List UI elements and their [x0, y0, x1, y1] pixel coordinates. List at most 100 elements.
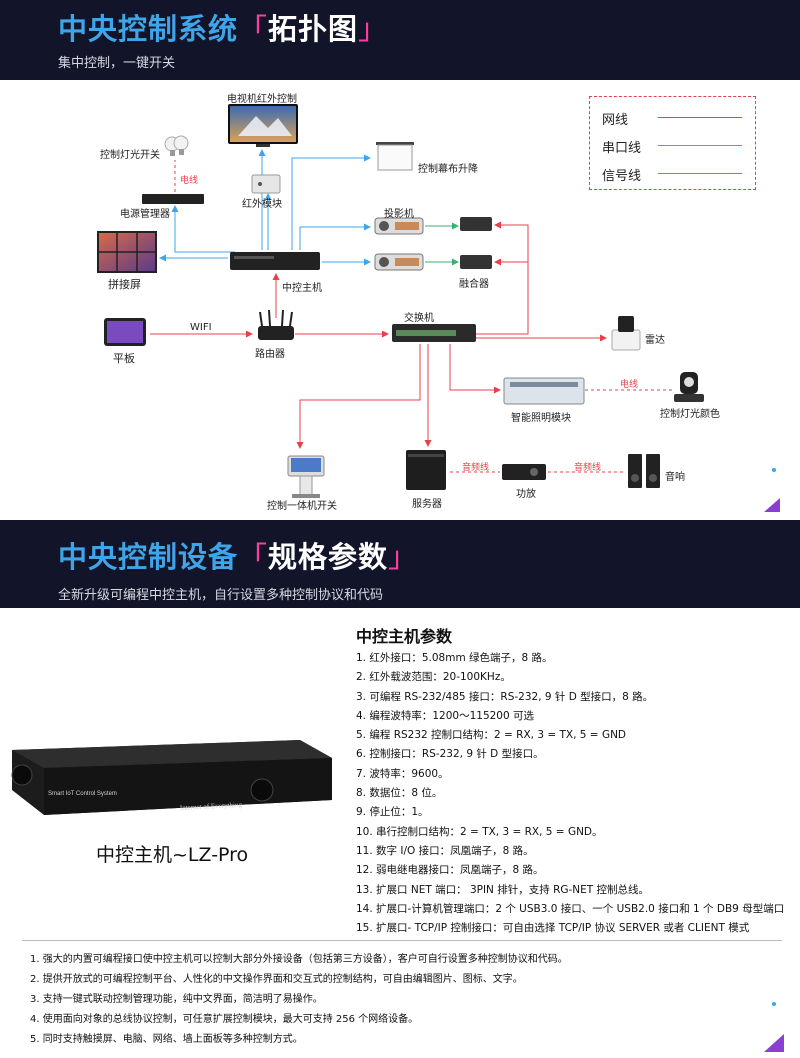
spec-item: 8. 数据位：8 位。: [356, 787, 443, 800]
label-tablet: 平板: [113, 352, 135, 365]
section2-subtitle: 全新升级可编程中控主机，自行设置多种控制协议和代码: [58, 588, 384, 603]
server-icon: [406, 450, 446, 490]
label-ir-module: 红外模块: [242, 199, 282, 210]
line-switch-lighting: [449, 344, 501, 394]
bracket-open: 「: [238, 12, 269, 46]
projector-icon-2: [374, 253, 424, 271]
label-switch: 交换机: [404, 313, 434, 324]
line-switch-blender: [476, 221, 529, 335]
ir-module-icon: [251, 174, 281, 194]
divider: [22, 940, 782, 941]
label-amp: 功放: [516, 489, 536, 500]
spec-item: 14. 扩展口-计算机管理端口：2 个 USB3.0 接口、一个 USB2.0 …: [356, 902, 785, 915]
spec-item: 12. 弱电继电器接口：凤凰端子，8 路。: [356, 864, 544, 877]
label-speaker: 音响: [665, 472, 685, 483]
label-power-line2: 电线: [620, 380, 639, 390]
spec-item: 1. 红外接口：5.08mm 绿色端子，8 路。: [356, 652, 553, 664]
spec-item: 3. 可编程 RS-232/485 接口：RS-232, 9 针 D 型接口，8…: [356, 690, 654, 703]
label-lighting-module: 智能照明模块: [511, 413, 571, 424]
device-front-text1: Smart IoT Control System: [48, 791, 117, 797]
corner-dot: [772, 468, 776, 472]
projector-icon-1: [374, 217, 424, 235]
blender-icon-2: [460, 255, 492, 269]
moving-head-icon: [674, 372, 704, 402]
section2-title-a: 中央控制设备: [58, 540, 239, 574]
product-name: 中控主机~LZ-Pro: [96, 844, 249, 866]
label-audio-line1: 音频线: [462, 463, 490, 473]
topology-diagram: [97, 104, 780, 512]
label-projector: 投影机: [384, 209, 414, 220]
section2-title: 中央控制设备「规格参数」: [58, 534, 418, 576]
bracket-close-2: 」: [388, 540, 419, 574]
screen-icon: [376, 142, 414, 171]
spec-item: 6. 控制接口：RS-232, 9 针 D 型接口。: [356, 748, 544, 761]
label-server: 服务器: [412, 499, 442, 510]
section1-header: 中央控制系统「拓扑图」 集中控制，一键开关: [0, 0, 800, 80]
amplifier-icon: [502, 464, 546, 480]
blender-icon-1: [460, 217, 492, 231]
section2-header: 中央控制设备「规格参数」 全新升级可编程中控主机，自行设置多种控制协议和代码: [0, 520, 800, 608]
spec-item: 4. 编程波特率：1200～115200 可选: [356, 709, 534, 722]
spec-item: 7. 波特率：9600。: [356, 767, 449, 780]
tv-icon: [228, 104, 298, 147]
router-icon: [258, 309, 294, 340]
lamp-icon: [164, 135, 189, 156]
central-host-icon: [230, 252, 320, 270]
line-switch-kiosk: [296, 344, 421, 449]
line-host-projector: [299, 223, 371, 250]
section2-title-b: 规格参数: [268, 540, 389, 574]
bracket-open-2: 「: [238, 540, 269, 574]
label-tv: 电视机红外控制: [227, 94, 297, 105]
label-radar: 雷达: [645, 335, 665, 346]
corner-decoration: [764, 498, 780, 512]
label-wifi: WIFI: [190, 322, 212, 333]
speaker-icon: [628, 454, 660, 488]
legend-line-serial: [658, 145, 742, 146]
spec-item: 10. 串行控制口结构：2 = TX, 3 = RX, 5 = GND。: [356, 825, 603, 838]
label-power-line: 电线: [180, 176, 199, 186]
line-host-power: [171, 205, 235, 253]
label-kiosk: 控制一体机开关: [267, 501, 337, 512]
lighting-module-icon: [503, 377, 585, 405]
label-video-wall: 拼接屏: [108, 278, 141, 291]
section1-subtitle: 集中控制，一键开关: [58, 56, 176, 71]
bracket-close: 」: [358, 12, 389, 46]
corner-decoration-bottom: [764, 1002, 784, 1052]
legend-line-signal: [658, 173, 742, 174]
label-power-manager: 电源管理器: [120, 209, 170, 220]
label-moving-head: 控制灯光颜色: [660, 409, 720, 420]
note-item: 4. 使用面向对象的总线协议控制，可任意扩展控制模块，最大可支持 256 个网络…: [30, 1014, 419, 1025]
label-audio-line2: 音频线: [574, 463, 602, 473]
spec-item: 2. 红外载波范围：20-100KHz。: [356, 671, 511, 684]
label-lamp: 控制灯光开关: [100, 150, 160, 161]
label-screen: 控制幕布升降: [418, 164, 478, 175]
kiosk-icon: [287, 455, 325, 498]
legend: 网线 串口线 信号线: [589, 96, 756, 190]
spec-item: 11. 数字 I/O 接口：凤凰端子，8 路。: [356, 844, 534, 857]
note-item: 5. 同时支持触摸屏、电脑、网络、墙上面板等多种控制方式。: [30, 1034, 303, 1045]
line-host-screen: [291, 154, 371, 250]
note-item: 1. 强大的内置可编程接口使中控主机可以控制大部分外接设备（包括第三方设备），客…: [30, 954, 568, 965]
legend-item-network: 网线: [602, 113, 629, 128]
legend-item-serial: 串口线: [602, 141, 642, 156]
section1-title: 中央控制系统「拓扑图」: [58, 6, 388, 48]
label-host: 中控主机: [282, 283, 322, 294]
spec-title: 中控主机参数: [356, 627, 453, 646]
spec-item: 5. 编程 RS232 控制口结构：2 = RX, 3 = TX, 5 = GN…: [356, 729, 627, 742]
note-item: 3. 支持一键式联动控制管理功能，纯中文界面，简洁明了易操作。: [30, 994, 323, 1005]
legend-line-network: [658, 117, 742, 118]
spec-list: 1. 红外接口：5.08mm 绿色端子，8 路。 2. 红外载波范围：20-10…: [356, 650, 784, 939]
device-front-text2: Internet of Everything: [180, 801, 243, 812]
device-image: Smart IoT Control System Internet of Eve…: [11, 740, 332, 815]
legend-item-signal: 信号线: [602, 169, 642, 184]
feature-notes: 1. 强大的内置可编程接口使中控主机可以控制大部分外接设备（包括第三方设备），客…: [30, 950, 568, 1050]
radar-icon: [611, 316, 641, 351]
switch-icon: [392, 324, 476, 342]
tablet-icon: [104, 318, 146, 346]
section1-title-b: 拓扑图: [268, 12, 359, 46]
spec-item: 15. 扩展口- TCP/IP 控制接口：可自由选择 TCP/IP 协议 SER…: [356, 922, 750, 935]
note-item: 2. 提供开放式的可编程控制平台、人性化的中文操作界面和交互式的控制结构，可自由…: [30, 974, 523, 985]
power-manager-icon: [142, 194, 204, 204]
label-blender: 融合器: [459, 279, 489, 290]
section1-title-a: 中央控制系统: [58, 12, 239, 46]
